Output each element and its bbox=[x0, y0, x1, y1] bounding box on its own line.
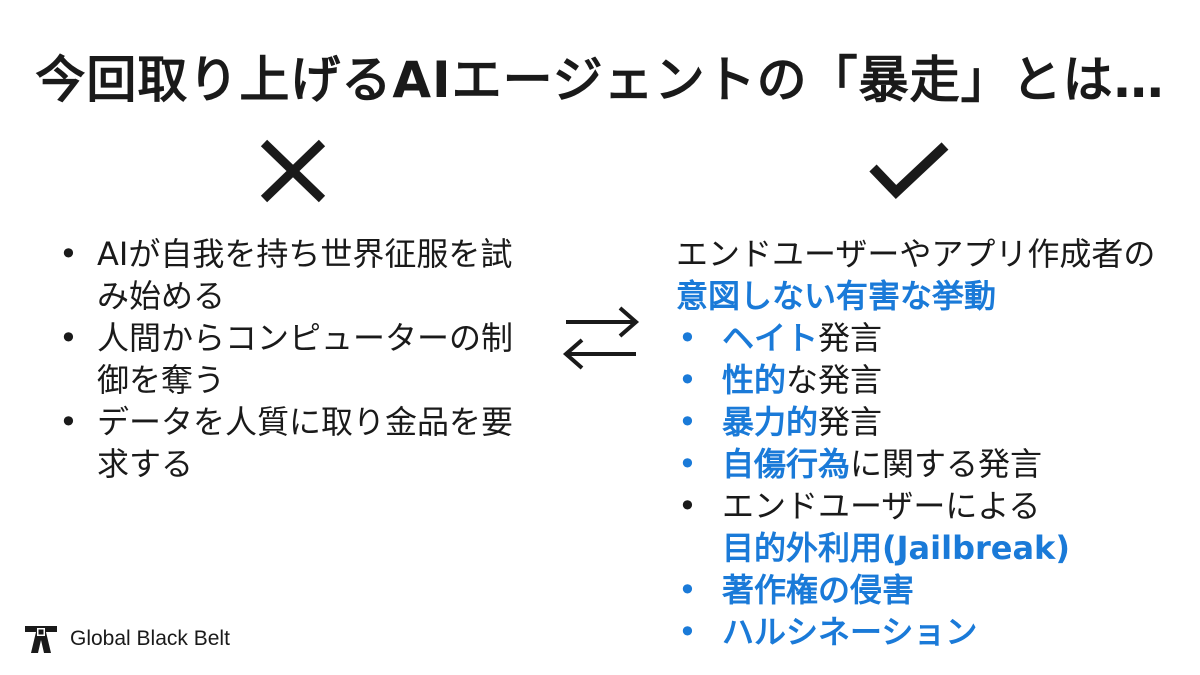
left-list-item: AIが自我を持ち世界征服を試み始める bbox=[55, 233, 525, 317]
checkmark-icon bbox=[868, 140, 950, 200]
right-list-item: • ヘイト発言 bbox=[676, 317, 1176, 359]
right-content: エンドユーザーやアプリ作成者の意図しない有害な挙動 •ヘイト発言 •性的な発言 … bbox=[676, 233, 1176, 653]
right-intro: エンドユーザーやアプリ作成者の意図しない有害な挙動 bbox=[676, 233, 1176, 317]
item-highlight: 自傷行為 bbox=[722, 445, 851, 483]
bullet-dot: • bbox=[678, 361, 697, 399]
bullet-dot: • bbox=[678, 445, 697, 483]
bidirectional-arrows-icon bbox=[558, 302, 644, 376]
item-prefix: エンドユーザーによる bbox=[722, 487, 1041, 525]
left-bullet-list: AIが自我を持ち世界征服を試み始める 人間からコンピューターの制御を奪う データ… bbox=[55, 233, 525, 485]
intro-highlight: 意図しない有害な挙動 bbox=[676, 277, 997, 315]
item-rest: に関する発言 bbox=[850, 445, 1043, 483]
bullet-dot: • bbox=[678, 319, 697, 357]
brand-name: Global Black Belt bbox=[70, 627, 230, 650]
left-list-item: 人間からコンピューターの制御を奪う bbox=[55, 317, 525, 401]
right-list-item: • 自傷行為に関する発言 bbox=[676, 443, 1176, 485]
right-list-item: • ハルシネーション bbox=[676, 611, 1176, 653]
intro-text: エンドユーザーやアプリ作成者の bbox=[676, 235, 1156, 273]
cross-icon bbox=[258, 138, 328, 204]
bullet-dot: • bbox=[678, 571, 697, 609]
right-bullet-list: •ヘイト発言 •性的な発言 •暴力的発言 •自傷行為に関する発言 •エンドユーザ… bbox=[676, 317, 1176, 653]
item-highlight: ハルシネーション bbox=[722, 613, 978, 651]
item-rest: 発言 bbox=[818, 319, 883, 357]
item-highlight: 性的 bbox=[722, 361, 787, 399]
bullet-dot: • bbox=[678, 487, 697, 525]
right-list-item: • 著作権の侵害 bbox=[676, 569, 1176, 611]
brand-footer: Global Black Belt bbox=[24, 624, 230, 654]
black-belt-logo bbox=[25, 626, 57, 653]
item-highlight: 暴力的 bbox=[722, 403, 819, 441]
bullet-dot: • bbox=[678, 613, 697, 651]
item-highlight: 目的外利用(Jailbreak) bbox=[722, 529, 1070, 567]
item-rest: な発言 bbox=[786, 361, 883, 399]
right-list-item: • エンドユーザーによる目的外利用(Jailbreak) bbox=[676, 485, 1176, 569]
item-highlight: ヘイト bbox=[722, 319, 819, 357]
item-highlight: 著作権の侵害 bbox=[722, 571, 915, 609]
bullet-dot: • bbox=[678, 403, 697, 441]
item-rest: 発言 bbox=[818, 403, 883, 441]
left-list-item: データを人質に取り金品を要求する bbox=[55, 401, 525, 485]
slide-title: 今回取り上げるAIエージェントの「暴走」とは… bbox=[35, 51, 1165, 109]
right-list-item: • 暴力的発言 bbox=[676, 401, 1176, 443]
right-list-item: • 性的な発言 bbox=[676, 359, 1176, 401]
